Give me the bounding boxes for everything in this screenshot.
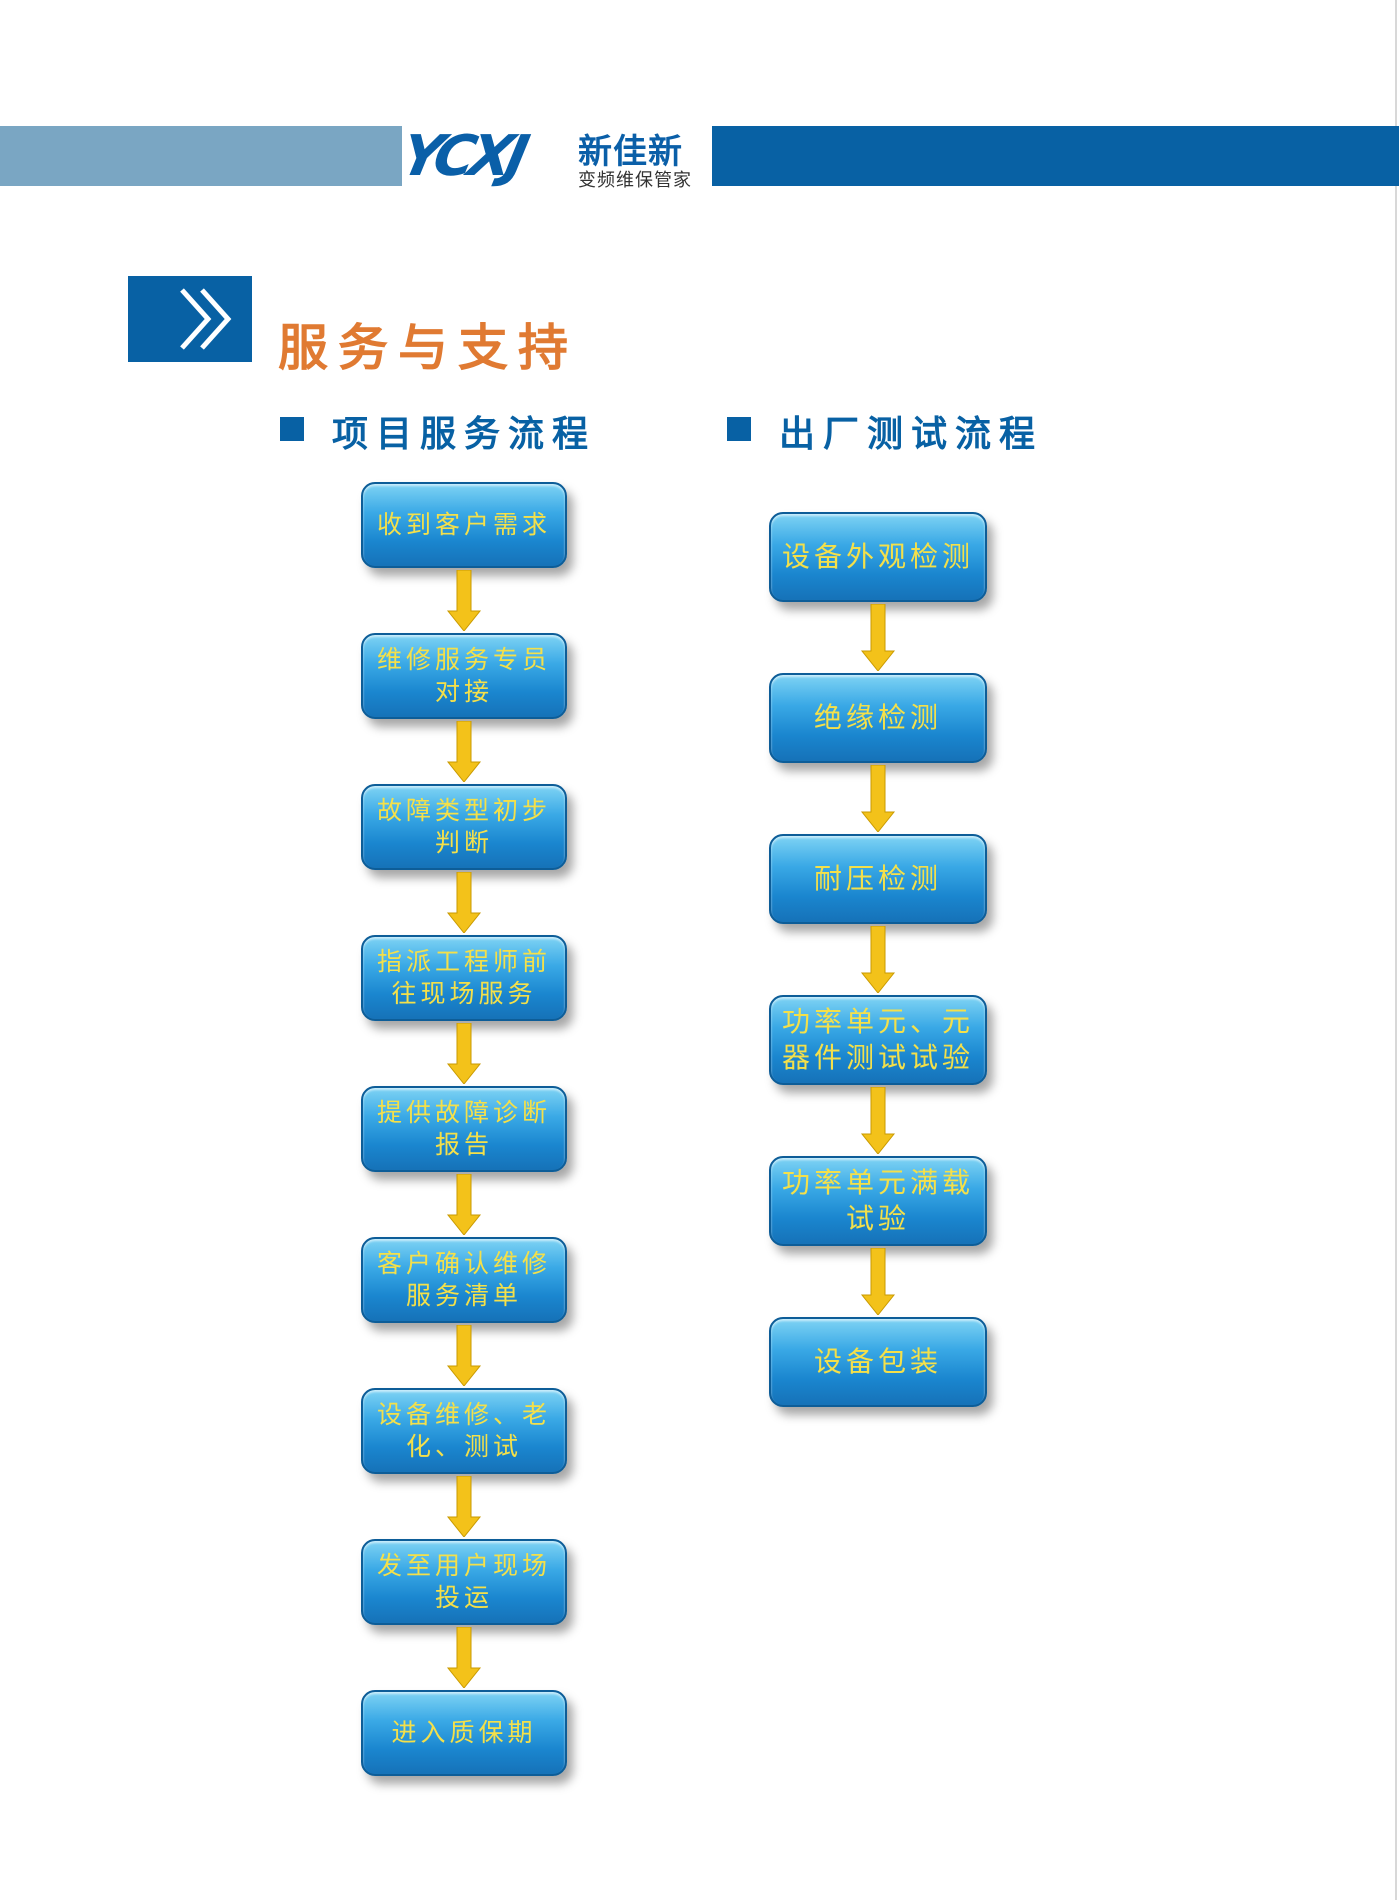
flow-step-box: 设备维修、老化、测试: [361, 1388, 567, 1474]
flow-step-label: 设备维修、老化、测试: [376, 1399, 551, 1462]
down-arrow-icon: [446, 570, 482, 631]
flow-step-label: 设备外观检测: [781, 539, 974, 573]
flow-step-label: 设备包装: [813, 1344, 942, 1378]
down-arrow-icon: [860, 926, 896, 993]
flow-step-box: 指派工程师前往现场服务: [361, 935, 567, 1021]
down-arrow-icon: [446, 721, 482, 782]
flow-step-box: 绝缘检测: [769, 673, 987, 763]
flow-step-label: 故障类型初步判断: [376, 795, 551, 858]
project-flow-title: 项目服务流程: [332, 414, 597, 455]
header-band-right: [712, 126, 1399, 186]
brand-tagline: 变频维保管家: [578, 170, 692, 191]
flow-step-label: 耐压检测: [813, 861, 942, 895]
flow-step-label: 维修服务专员对接: [376, 644, 551, 707]
flow-step-label: 功率单元、元器件测试试验: [781, 1004, 974, 1074]
down-arrow-icon: [446, 1325, 482, 1386]
flow-step-box: 维修服务专员对接: [361, 633, 567, 719]
down-arrow-icon: [446, 1023, 482, 1084]
flow-step-label: 客户确认维修服务清单: [376, 1248, 551, 1311]
down-arrow-icon: [446, 1627, 482, 1688]
flow-step-box: 设备外观检测: [769, 512, 987, 602]
down-arrow-icon: [860, 604, 896, 671]
down-arrow-icon: [860, 765, 896, 832]
flow-step-label: 收到客户需求: [376, 509, 551, 539]
company-logo: YCXJ 新佳新 变频维保管家: [395, 118, 712, 194]
down-arrow-icon: [446, 1174, 482, 1235]
flow-step-box: 设备包装: [769, 1317, 987, 1407]
brand-name: 新佳新: [578, 132, 683, 172]
double-chevron-icon: [128, 276, 252, 362]
flow-step-box: 发至用户现场投运: [361, 1539, 567, 1625]
flow-step-box: 进入质保期: [361, 1690, 567, 1776]
flow-step-box: 功率单元满载试验: [769, 1156, 987, 1246]
down-arrow-icon: [446, 872, 482, 933]
page-edge-rule: [1395, 0, 1397, 1900]
flow-step-label: 指派工程师前往现场服务: [376, 946, 551, 1009]
flow-step-box: 故障类型初步判断: [361, 784, 567, 870]
flow-step-box: 功率单元、元器件测试试验: [769, 995, 987, 1085]
flow-step-box: 收到客户需求: [361, 482, 567, 568]
flow-step-label: 发至用户现场投运: [376, 1550, 551, 1613]
down-arrow-icon: [860, 1248, 896, 1315]
logo-mark: YCXJ: [395, 124, 529, 189]
down-arrow-icon: [446, 1476, 482, 1537]
flow-step-label: 进入质保期: [391, 1717, 537, 1747]
header-band-left: [0, 126, 402, 186]
square-bullet-icon: [280, 417, 304, 441]
flow-step-box: 客户确认维修服务清单: [361, 1237, 567, 1323]
down-arrow-icon: [860, 1087, 896, 1154]
factory-test-title: 出厂测试流程: [779, 414, 1044, 455]
square-bullet-icon: [727, 417, 751, 441]
section-title: 服务与支持: [278, 319, 578, 377]
flow-step-label: 绝缘检测: [813, 700, 942, 734]
flow-step-label: 提供故障诊断报告: [376, 1097, 551, 1160]
flow-step-box: 提供故障诊断报告: [361, 1086, 567, 1172]
flow-step-label: 功率单元满载试验: [781, 1165, 974, 1235]
flow-step-box: 耐压检测: [769, 834, 987, 924]
